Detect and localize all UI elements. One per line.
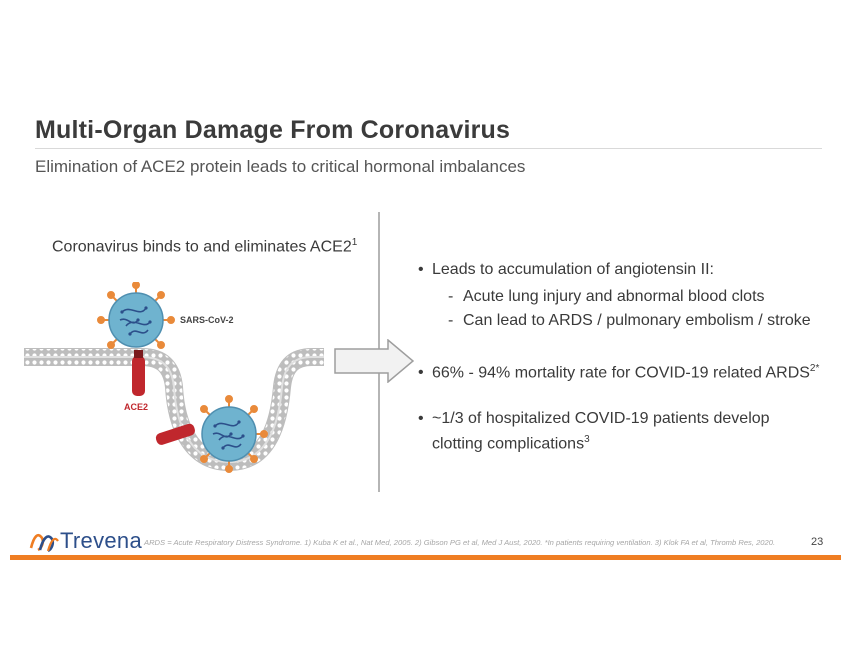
bottom-accent-bar	[10, 555, 841, 560]
bullet-text: Leads to accumulation of angiotensin II:	[432, 261, 714, 278]
left-caption-ref: 1	[351, 237, 358, 248]
sub-bullet-text: Can lead to ARDS / pulmonary embolism / …	[463, 312, 811, 329]
page-number: 23	[811, 536, 824, 548]
ace2-binding-illustration: SARS-CoV-2 ACE2	[24, 282, 324, 473]
bullet-ref: 3	[584, 434, 590, 445]
virus-particle-internalized	[200, 395, 268, 473]
right-arrow-icon	[334, 339, 414, 383]
ace2-receptor-internalized	[155, 423, 195, 445]
title-divider	[35, 148, 822, 149]
footnote: ARDS = Acute Respiratory Distress Syndro…	[144, 538, 776, 547]
bullet-text: clotting complications	[432, 435, 585, 453]
dash-marker: -	[448, 312, 454, 329]
bullet-marker: •	[418, 364, 424, 382]
slide-title: Multi-Organ Damage From Coronavirus	[35, 116, 511, 144]
bullet-text: ~1/3 of hospitalized COVID-19 patients d…	[432, 410, 770, 427]
bullet-item: • 66% - 94% mortality rate for COVID-19 r…	[418, 359, 819, 383]
sub-bullet-text: Acute lung injury and abnormal blood clo…	[463, 288, 765, 305]
left-caption: Coronavirus binds to and eliminates ACE2…	[52, 237, 357, 256]
slide-subtitle: Elimination of ACE2 protein leads to cri…	[35, 157, 526, 176]
bullet-item-continuation: clotting complications3	[432, 430, 590, 454]
sub-bullet-item: -Can lead to ARDS / pulmonary embolism /…	[448, 311, 811, 331]
brand-name: Trevena	[60, 528, 142, 553]
bullet-marker: •	[418, 410, 424, 427]
left-caption-text: Coronavirus binds to and eliminates ACE2	[52, 238, 352, 256]
virus-label: SARS-CoV-2	[180, 315, 234, 325]
bullet-item: • ~1/3 of hospitalized COVID-19 patients …	[418, 409, 770, 429]
bullet-ref: 2*	[809, 363, 820, 374]
virus-particle	[97, 282, 175, 349]
bullet-marker: •	[418, 261, 424, 278]
bullet-text: 66% - 94% mortality rate for COVID-19 re…	[432, 364, 810, 382]
trevena-logo-mark	[29, 534, 59, 553]
sub-bullet-item: -Acute lung injury and abnormal blood cl…	[448, 287, 765, 307]
bullet-item: • Leads to accumulation of angiotensin II…	[418, 260, 714, 280]
ace2-receptor	[132, 356, 145, 396]
ace2-label: ACE2	[124, 402, 148, 412]
dash-marker: -	[448, 288, 454, 305]
